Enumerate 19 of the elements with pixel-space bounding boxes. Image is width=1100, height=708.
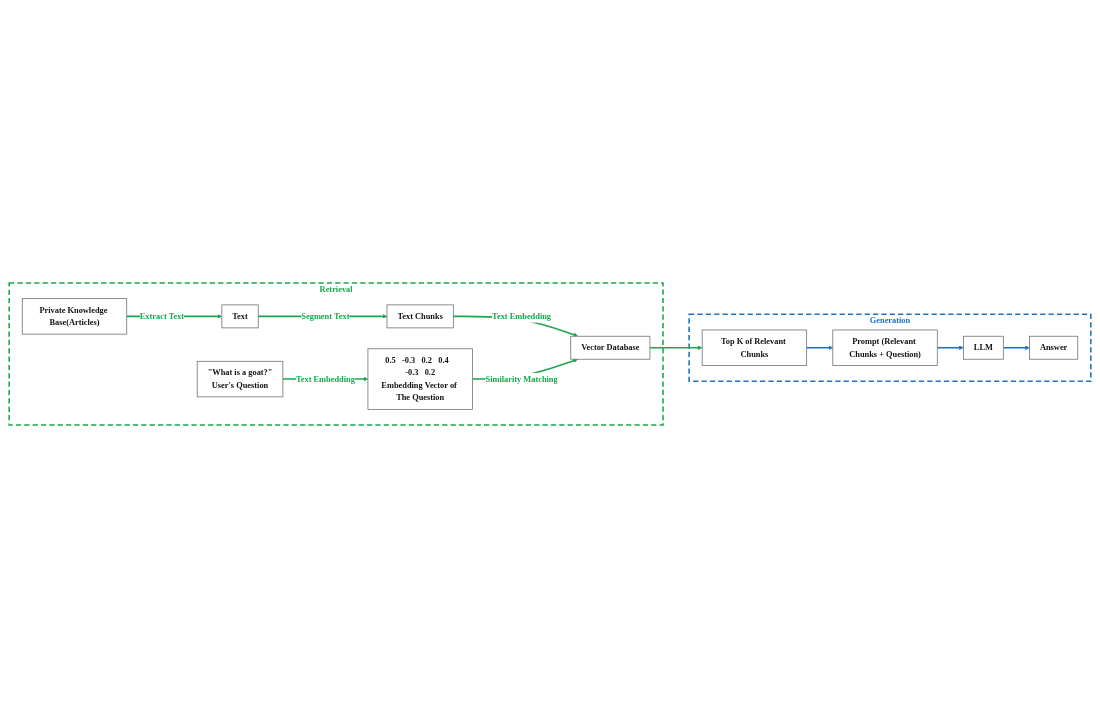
node-box: 0.5 -0.3 0.2 0.4 -0.3 0.2 Embedding Vector of The Question [367, 348, 473, 410]
node-box: Vector Database [570, 335, 651, 360]
node-box: Private Knowledge Base(Articles) [21, 298, 128, 335]
edge-label: Similarity Matching [485, 374, 558, 384]
edge-label: Text Embedding [295, 374, 355, 384]
node-box: Text Chunks [386, 304, 454, 329]
node-box: LLM [963, 335, 1004, 360]
arrow [649, 345, 703, 351]
edge-label: Extract Text [139, 311, 185, 321]
edge-label: Segment Text [301, 311, 350, 321]
arrow [936, 345, 964, 351]
node-box: "What is a goat?" User's Question [196, 360, 284, 398]
edge-label: Text Embedding [492, 311, 552, 321]
node-box: Answer [1029, 335, 1079, 360]
node-box: Top K of Relevant Chunks [701, 329, 808, 366]
arrow [1002, 345, 1030, 351]
node-box: Prompt (Relevant Chunks + Question) [832, 329, 938, 366]
node-box: Text [221, 304, 259, 329]
arrow [805, 345, 833, 351]
